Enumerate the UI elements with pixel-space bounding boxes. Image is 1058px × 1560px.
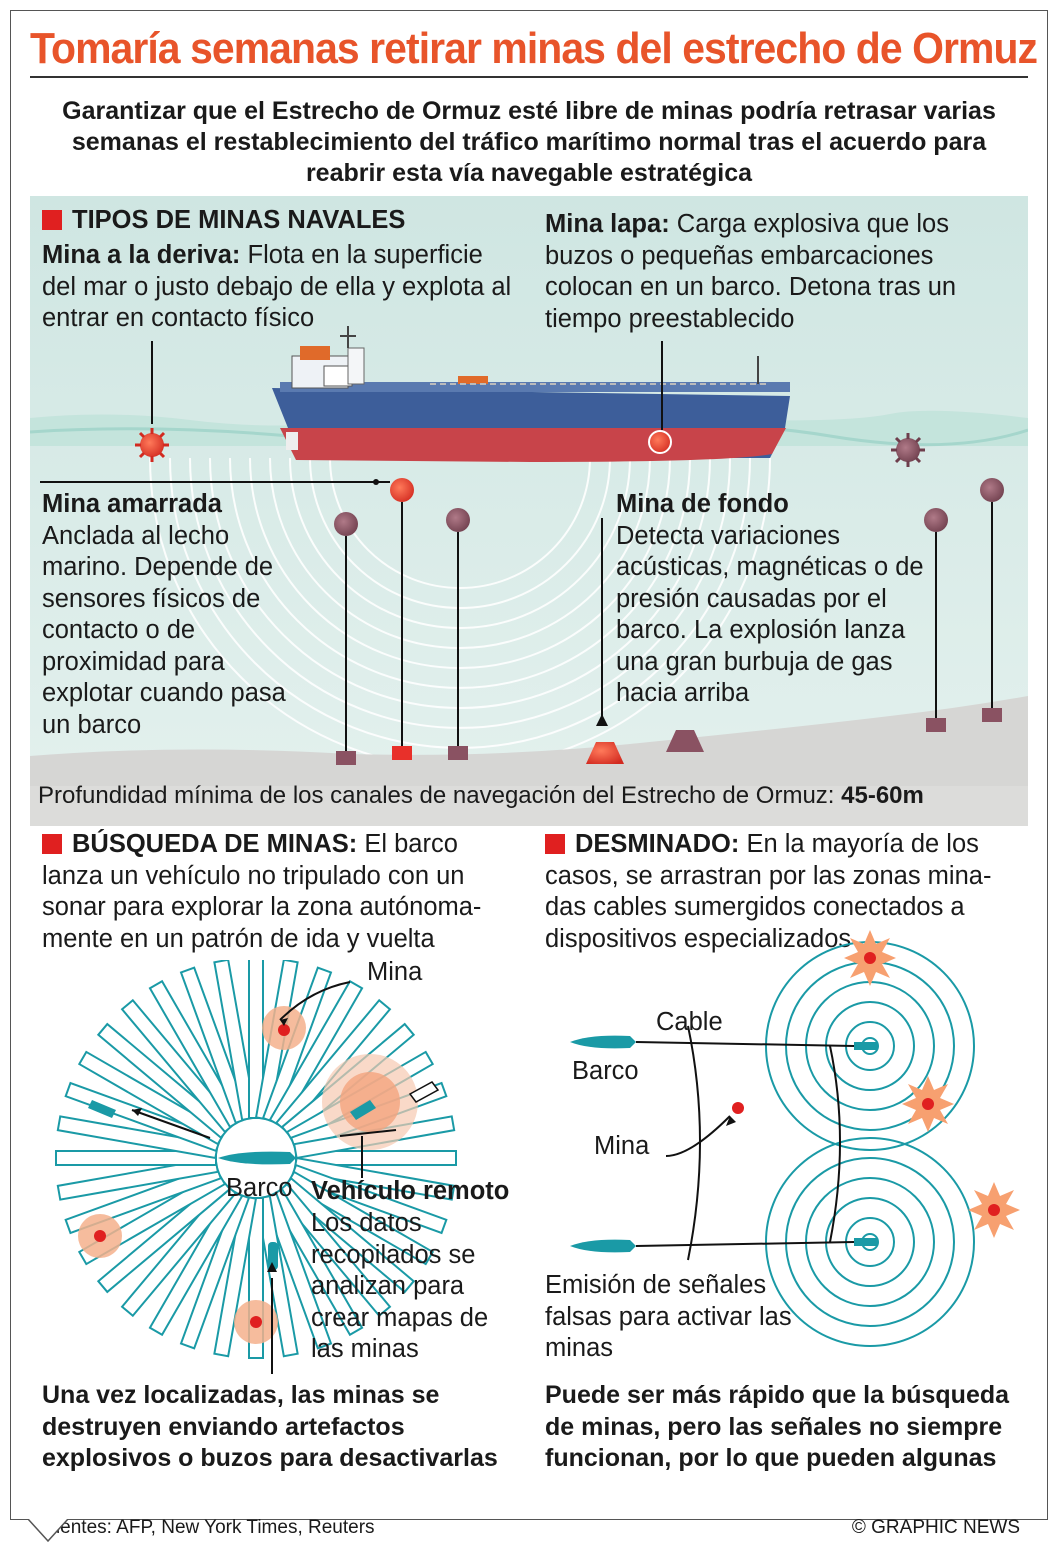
sonar-sweep-strip bbox=[261, 1191, 333, 1350]
sonar-sweep-strip bbox=[268, 1187, 364, 1337]
drifting-mine-icon bbox=[135, 428, 169, 462]
drifting-mine-desc: Flota en la superficie del mar o justo d… bbox=[42, 241, 512, 332]
page-title: Tomaría semanas retirar minas del estrec… bbox=[30, 24, 1038, 73]
limpet-mine-desc: Carga explosiva que los buzos o pequeñas… bbox=[545, 210, 957, 333]
depth-strip bbox=[30, 786, 1028, 826]
sweeping-ship-top-icon bbox=[570, 1035, 636, 1049]
sonar-sweep-strip bbox=[274, 1182, 392, 1318]
limpet-mine-text: Mina lapa: Carga explosiva que los buzos… bbox=[545, 209, 985, 335]
sonar-sweep-strip bbox=[96, 1022, 232, 1140]
page-frame bbox=[10, 10, 1048, 1520]
hunting-heading: BÚSQUEDA DE MINAS: bbox=[72, 830, 358, 858]
limpet-mine-name: Mina lapa: bbox=[545, 210, 670, 238]
hunting-ship-label: Barco bbox=[226, 1174, 293, 1202]
sonar-sweep-strip bbox=[289, 1163, 448, 1235]
hunting-desc: El barco lanza un vehículo no tripulado … bbox=[42, 830, 482, 953]
hunting-mine-label: Mina bbox=[367, 958, 423, 986]
sonar-sweep-strip bbox=[254, 1195, 299, 1358]
sonar-sweep-strip bbox=[56, 1115, 219, 1160]
limpet-mine-icon bbox=[648, 430, 672, 454]
drifting-mine-text: Mina a la deriva: Flota en la superficie… bbox=[42, 240, 512, 335]
hunting-intro: BÚSQUEDA DE MINAS: El barco lanza un veh… bbox=[42, 829, 512, 955]
moored-mine-name: Mina amarrada bbox=[42, 490, 222, 518]
sweeping-ship-bottom-icon bbox=[570, 1239, 636, 1253]
bottom-mine-icon bbox=[586, 730, 704, 764]
depth-value: 45-60m bbox=[841, 782, 924, 809]
sonar-sweep-strip bbox=[179, 1191, 251, 1350]
vehicle-label: Vehículo remoto bbox=[311, 1177, 510, 1205]
sonar-sweep-strip bbox=[120, 1182, 238, 1318]
drifting-mine-name: Mina a la deriva: bbox=[42, 241, 241, 269]
sonar-sweep-strip bbox=[56, 1156, 219, 1201]
sonar-sweep-strip bbox=[293, 1156, 456, 1201]
title-divider bbox=[30, 76, 1028, 78]
acoustic-rings bbox=[765, 941, 975, 1347]
sweeping-heading: DESMINADO: bbox=[575, 830, 740, 858]
hunting-arrows bbox=[131, 981, 397, 1374]
sonar-sweep-strip bbox=[268, 979, 364, 1129]
callout-notch bbox=[28, 1519, 68, 1543]
section-marker-icon bbox=[42, 834, 62, 854]
bottom-mine-desc: Detecta variaciones acústicas, magnética… bbox=[616, 521, 924, 708]
sweeping-mine-label: Mina bbox=[594, 1132, 650, 1160]
sweeping-diagram bbox=[570, 930, 1020, 1347]
sea-cross-section bbox=[30, 196, 1028, 826]
sonar-sweep-strip bbox=[280, 1176, 416, 1294]
sweeping-ship-label: Barco bbox=[572, 1057, 639, 1085]
depth-label: Profundidad mínima de los canales de nav… bbox=[38, 782, 835, 809]
sonar-sweep-strip bbox=[248, 960, 264, 1119]
sonar-sweep-strip bbox=[148, 979, 244, 1129]
remote-vehicle-icon bbox=[88, 1100, 376, 1270]
false-signals-text: Emisión de señales falsas para activar l… bbox=[545, 1271, 792, 1362]
hunting-diagram bbox=[55, 960, 457, 1374]
section-marker-icon bbox=[545, 834, 565, 854]
exploding-mine-icon bbox=[844, 930, 1020, 1238]
sweep-mine-icon bbox=[732, 1102, 744, 1114]
depth-note: Profundidad mínima de los canales de nav… bbox=[38, 782, 924, 810]
moored-mines bbox=[334, 478, 1004, 765]
mine-types-heading-text: TIPOS DE MINAS NAVALES bbox=[72, 206, 406, 234]
mine-types-heading: TIPOS DE MINAS NAVALES bbox=[42, 206, 405, 235]
bottom-mine-name: Mina de fondo bbox=[616, 490, 789, 518]
mine-dot-icon bbox=[278, 1024, 290, 1036]
hunting-note: Una vez localizadas, las minas se destru… bbox=[42, 1381, 498, 1472]
sonar-sweep-strip bbox=[179, 966, 251, 1125]
sonar-sweep-strip bbox=[213, 1195, 258, 1358]
sonar-sweep-strip bbox=[285, 1170, 435, 1266]
sonar-sweep-strip bbox=[55, 1150, 217, 1166]
sonar-sweep-strip bbox=[96, 1176, 232, 1294]
footer-credit: © GRAPHIC NEWS bbox=[851, 1517, 1020, 1538]
ship-icon bbox=[218, 1151, 296, 1165]
sonar-sweep-strip bbox=[148, 1187, 244, 1337]
sonar-sweep-strip bbox=[120, 998, 238, 1134]
drifting-mine-right-icon bbox=[891, 433, 925, 467]
sweeping-intro: DESMINADO: En la mayoría de los casos, s… bbox=[545, 829, 1015, 955]
sweep-cables bbox=[635, 1025, 855, 1261]
sonar-sweep-strip bbox=[77, 1050, 227, 1146]
vehicle-desc: Los datos recopilados se analizan para c… bbox=[311, 1209, 489, 1363]
sonar-sweep-strip bbox=[64, 1081, 223, 1153]
footer-sources: Fuentes: AFP, New York Times, Reuters bbox=[38, 1517, 375, 1538]
mine-dot-icon bbox=[94, 1230, 106, 1242]
sweeping-desc: En la mayoría de los casos, se arrastran… bbox=[545, 830, 992, 953]
sonar-sweep-strip bbox=[213, 960, 258, 1121]
moored-mine-desc: Anclada al lecho marino. Depende de sens… bbox=[42, 521, 286, 739]
section-marker-icon bbox=[42, 210, 62, 230]
sweeping-note: Puede ser más rápido que la búsqueda de … bbox=[545, 1381, 1010, 1472]
page-subtitle: Garantizar que el Estrecho de Ormuz esté… bbox=[62, 97, 996, 187]
cable-label: Cable bbox=[656, 1008, 723, 1036]
sonar-sweep-strip bbox=[274, 998, 392, 1134]
mine-dot-icon bbox=[250, 1316, 262, 1328]
